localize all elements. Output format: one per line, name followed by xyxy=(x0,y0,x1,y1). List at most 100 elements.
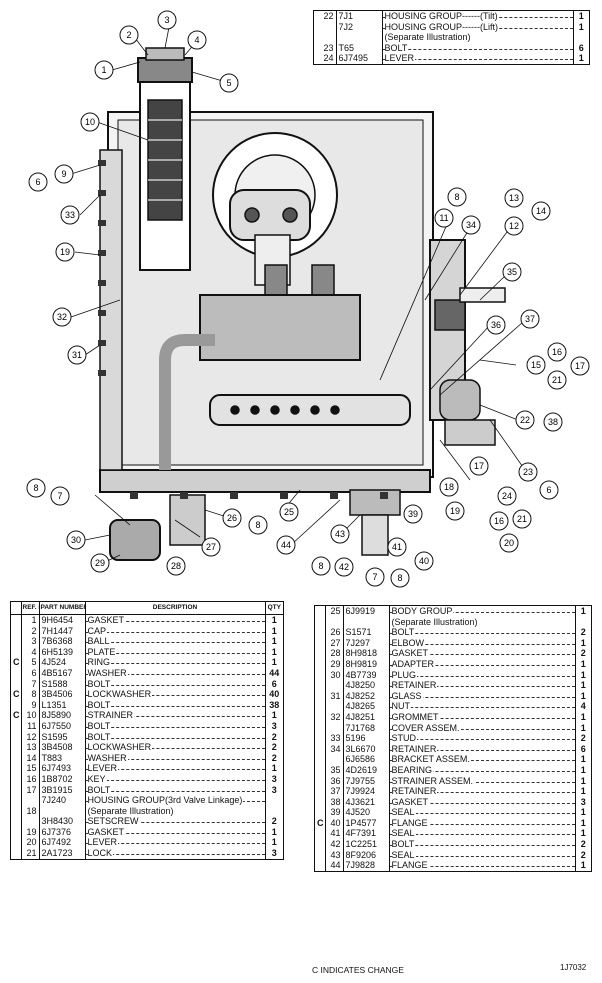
cell-change-mark xyxy=(315,860,326,871)
cell-ref-no: 15 xyxy=(21,763,40,774)
callout-4: 4 xyxy=(187,30,207,50)
cell-change-mark xyxy=(11,848,22,859)
cell-description: BODY GROUP xyxy=(389,606,576,617)
cell-change-mark xyxy=(11,742,22,753)
callout-21b: 21 xyxy=(512,509,532,529)
cell-part-number: 7J9924 xyxy=(343,786,390,797)
svg-text:6: 6 xyxy=(546,485,551,495)
description-text: SEAL xyxy=(391,828,416,839)
cell-ref-no: 28 xyxy=(325,648,344,659)
cell-change-mark: C xyxy=(11,657,22,668)
cell-ref-no: 8 xyxy=(21,689,40,700)
cell-description: GASKET xyxy=(85,614,266,626)
cell-part-number: 3B1915 xyxy=(39,784,86,796)
parts-diagram: 1 2 3 4 5 10 6 9 33 19 32 31 8 11 13 14 … xyxy=(26,10,590,588)
cell-part-number: 2A1723 xyxy=(39,848,86,859)
description-text: LOCKWASHER xyxy=(87,689,153,700)
description-text: SETSCREW xyxy=(87,816,140,827)
cell-qty: 1 xyxy=(580,690,586,701)
callout-32: 32 xyxy=(52,307,72,327)
svg-text:10: 10 xyxy=(85,117,95,127)
leader-dots xyxy=(85,758,264,760)
leader-dots xyxy=(389,749,574,751)
cell-description: SETSCREW xyxy=(85,816,266,827)
cell-ref-no: 5 xyxy=(21,657,40,668)
cell-ref-no xyxy=(314,21,337,33)
cell-change-mark xyxy=(315,680,326,691)
cell-description: GASKET xyxy=(389,796,576,808)
cell-description: STRAINER xyxy=(85,710,266,721)
callout-19b: 19 xyxy=(445,501,465,521)
svg-text:1: 1 xyxy=(101,65,106,75)
description-text: RETAINER xyxy=(391,680,438,691)
cell-ref-no: 13 xyxy=(21,742,40,753)
cell-part-number: 6J9919 xyxy=(343,606,390,617)
svg-text:5: 5 xyxy=(226,78,231,88)
description-text: GLASS xyxy=(391,690,423,701)
cell-description: WASHER xyxy=(85,667,266,679)
leader-dots xyxy=(389,770,574,772)
leader-dots xyxy=(85,737,264,739)
cell-change-mark xyxy=(11,625,22,637)
cell-part-number: 6J7495 xyxy=(336,53,383,64)
cell-change-mark: C xyxy=(11,710,22,721)
cell-description: SEAL xyxy=(389,849,576,861)
cell-change-mark xyxy=(315,648,326,659)
cell-description: BOLT xyxy=(85,720,266,732)
leader-dots xyxy=(85,854,264,856)
leader-dots xyxy=(389,664,574,666)
cell-description: ADAPTER xyxy=(389,658,576,670)
description-text: ELBOW xyxy=(391,637,426,648)
cell-qty: 1 xyxy=(578,53,584,64)
cell-part-number: 7J1768 xyxy=(343,722,390,734)
cell-description: SEAL xyxy=(389,828,576,840)
description-text: GASKET xyxy=(391,796,430,807)
callout-6b: 6 xyxy=(539,480,559,500)
cell-ref-no: 4 xyxy=(21,646,40,658)
description-text: LOCKWASHER xyxy=(87,742,153,753)
callout-15: 15 xyxy=(526,355,546,375)
callout-44: 44 xyxy=(276,535,296,555)
leader-dots xyxy=(85,716,264,718)
callout-20: 20 xyxy=(499,533,519,553)
callout-16: 16 xyxy=(547,342,567,362)
leader-dots xyxy=(389,696,574,698)
description-text: BOLT xyxy=(87,699,112,710)
svg-text:31: 31 xyxy=(72,350,82,360)
cell-part-number xyxy=(336,32,383,43)
leader-dots xyxy=(389,633,574,635)
description-text: GASKET xyxy=(87,615,126,625)
description-text: STRAINER xyxy=(87,710,135,721)
callout-12: 12 xyxy=(504,216,524,236)
cell-ref-no: 20 xyxy=(21,837,40,849)
left-table-header: REF. NO. PART NUMBER DESCRIPTION QTY xyxy=(11,602,283,615)
cell-change-mark xyxy=(11,646,22,658)
leader-dots xyxy=(382,48,572,50)
cell-qty: 2 xyxy=(580,627,586,638)
callout-7: 7 xyxy=(50,486,70,506)
cell-ref-no: 27 xyxy=(325,637,344,649)
leader-dots xyxy=(389,834,574,836)
svg-text:39: 39 xyxy=(408,509,418,519)
description-text: HOUSING GROUP(3rd Valve Linkage) xyxy=(87,795,244,806)
cell-change-mark xyxy=(315,711,326,723)
cell-change-mark xyxy=(11,837,22,849)
cell-qty: 1 xyxy=(271,710,277,721)
svg-text:24: 24 xyxy=(502,491,512,501)
description-text: FLANGE xyxy=(391,817,429,828)
leader-dots xyxy=(389,792,574,794)
